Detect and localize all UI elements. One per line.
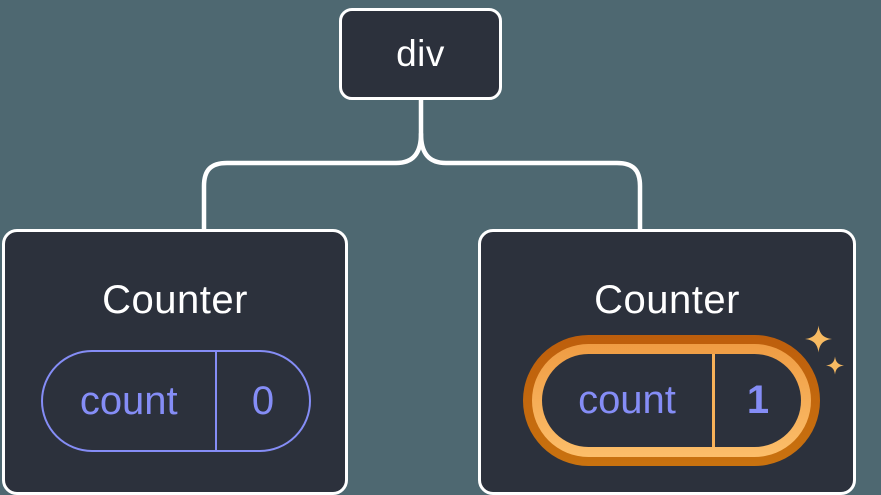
state-key-label: count (79, 378, 178, 423)
counter-title: Counter (594, 278, 740, 322)
state-pill-count-0: count 0 (41, 350, 311, 452)
state-value-label: 1 (746, 378, 770, 422)
counter-title: Counter (102, 278, 248, 322)
state-key-label: count (578, 378, 676, 422)
state-pill-count-1: count 1 (542, 354, 801, 447)
root-node-div: div (339, 8, 502, 100)
state-value-label: 0 (251, 378, 275, 423)
counter-card-right: Counter count 1 (478, 229, 856, 495)
connector-root-to-left-counter (201, 97, 424, 232)
sparkle-icon (805, 325, 832, 353)
state-pill-divider (712, 354, 715, 447)
root-node-label: div (396, 33, 445, 74)
counter-card-left: Counter count 0 (2, 229, 348, 495)
sparkle-icon (826, 356, 844, 375)
connector-root-to-right-counter (418, 131, 643, 232)
state-pill-divider (214, 352, 217, 450)
state-pill-highlight-ring: count 1 (523, 335, 820, 466)
